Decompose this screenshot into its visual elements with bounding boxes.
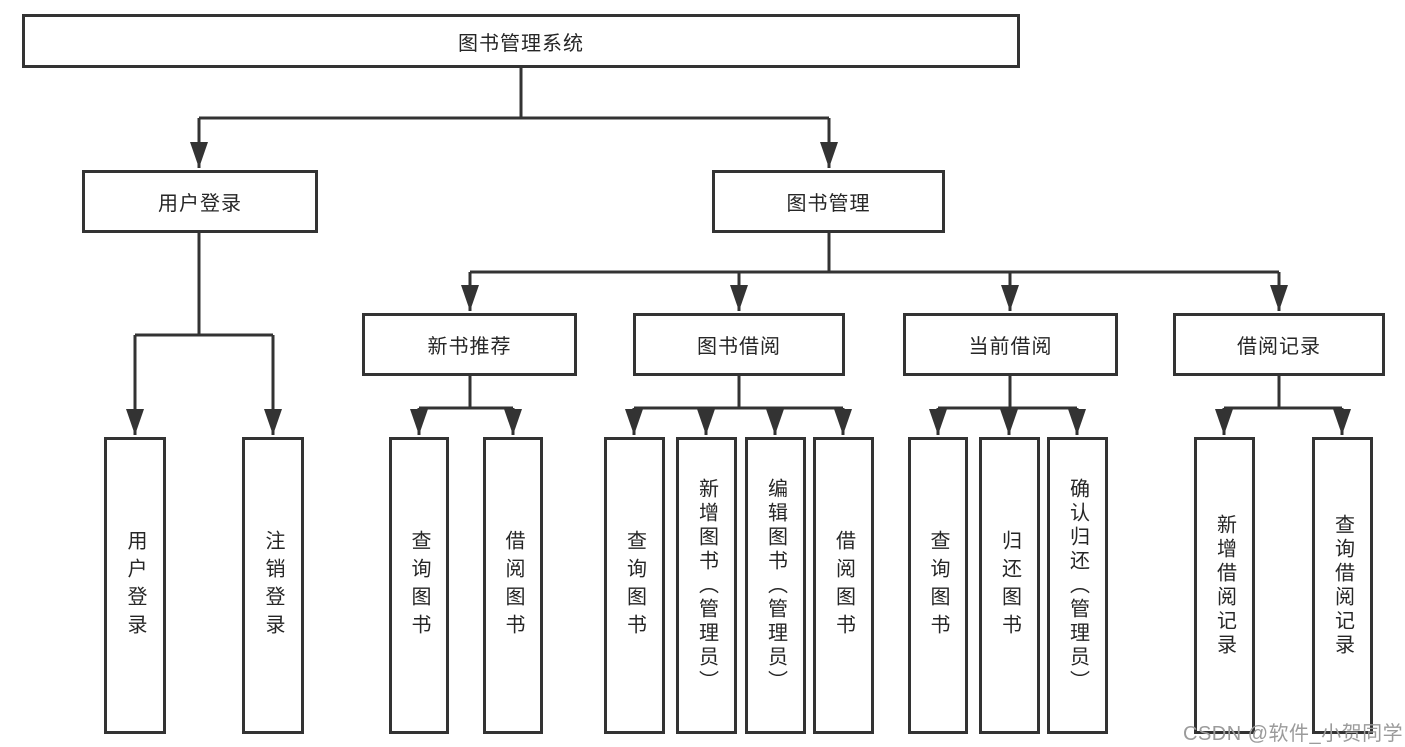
node-bb-edit-book-admin: 编辑图书（管理员） xyxy=(745,437,806,734)
node-cb-return-books: 归还图书 xyxy=(979,437,1040,734)
node-bb-add-book-admin: 新增图书（管理员） xyxy=(676,437,737,734)
connector-user-login-trunk xyxy=(135,233,273,337)
connector-root-trunk xyxy=(199,68,829,120)
node-bb-borrow-books: 借阅图书 xyxy=(813,437,874,734)
node-nb-query-books: 查询图书 xyxy=(389,437,449,734)
node-root: 图书管理系统 xyxy=(22,14,1020,68)
node-user-login: 用户登录 xyxy=(104,437,166,734)
node-group-borrow-records: 借阅记录 xyxy=(1173,313,1385,376)
node-br-query-borrow-record: 查询借阅记录 xyxy=(1312,437,1373,734)
node-nb-borrow-books: 借阅图书 xyxy=(483,437,543,734)
node-group-current-borrow: 当前借阅 xyxy=(903,313,1118,376)
connector-new-books-trunk xyxy=(419,376,513,410)
node-cb-confirm-return-admin: 确认归还（管理员） xyxy=(1047,437,1108,734)
node-logout: 注销登录 xyxy=(242,437,304,734)
node-group-new-books: 新书推荐 xyxy=(362,313,577,376)
connector-borrow-records-trunk xyxy=(1224,376,1342,410)
node-user-login-branch: 用户登录 xyxy=(82,170,318,233)
node-br-add-borrow-record: 新增借阅记录 xyxy=(1194,437,1255,734)
connector-book-mgmt-trunk xyxy=(470,233,1279,274)
node-group-book-borrow: 图书借阅 xyxy=(633,313,845,376)
connector-book-borrow-trunk xyxy=(634,376,843,410)
connector-current-borrow-trunk xyxy=(938,376,1077,410)
csdn-watermark: CSDN @软件_小贺同学 xyxy=(1183,723,1404,745)
node-bb-query-books: 查询图书 xyxy=(604,437,665,734)
node-book-mgmt-branch: 图书管理 xyxy=(712,170,945,233)
node-cb-query-books: 查询图书 xyxy=(908,437,968,734)
